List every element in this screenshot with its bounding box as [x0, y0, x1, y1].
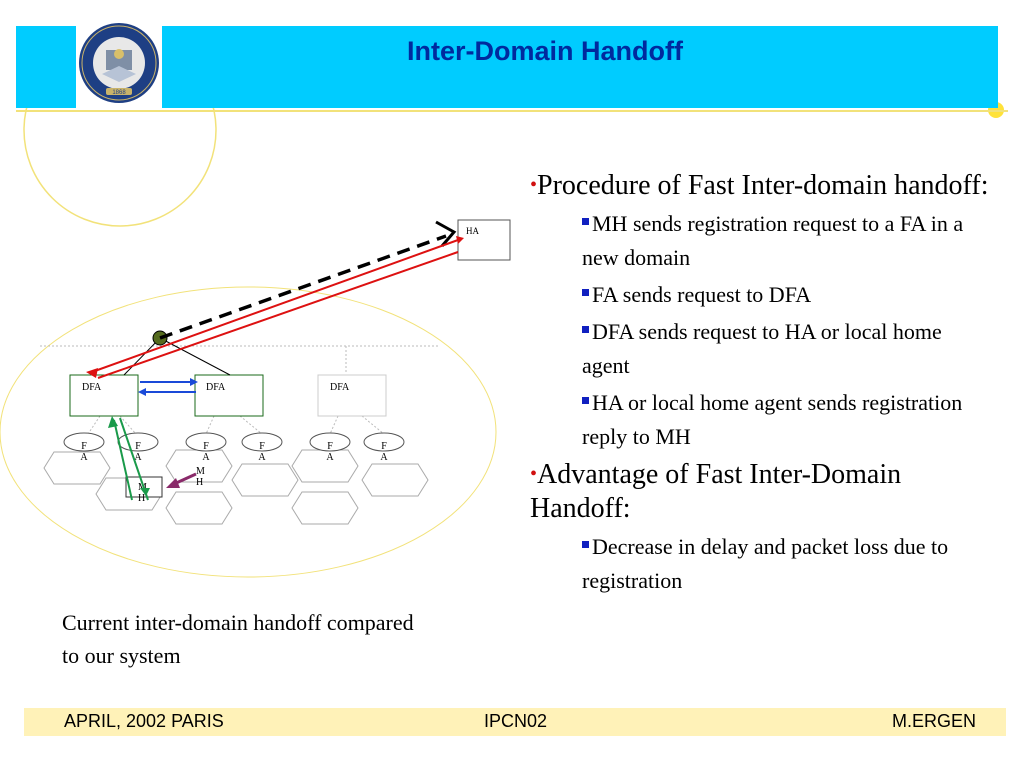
- dashed-signal-arrow: [159, 234, 447, 340]
- tree-line: [87, 415, 101, 435]
- dfa-box: [317, 374, 387, 417]
- cell-hex: [361, 463, 429, 497]
- arrow-head: [86, 368, 98, 378]
- diagram-caption: Current inter-domain handoff compared to…: [62, 610, 414, 668]
- arrow-head: [138, 388, 146, 396]
- cell-hex: [43, 451, 111, 485]
- fa-node: [363, 432, 405, 452]
- bullet-level2: FA sends request to DFA: [582, 278, 990, 312]
- fa-node: [185, 432, 227, 452]
- green-signal-line: [119, 417, 149, 501]
- bullet-dot: •: [530, 463, 538, 485]
- cell-hex: [291, 449, 359, 483]
- coverage-ellipse: [0, 286, 497, 578]
- bullet-level2: Decrease in delay and packet loss due to…: [582, 534, 949, 593]
- bullet-level2: DFA sends request to HA or local home ag…: [582, 319, 942, 378]
- square-bullet-icon: [582, 326, 589, 333]
- footer-author: M.ERGEN: [891, 711, 976, 731]
- ha-label: HA: [466, 226, 479, 236]
- square-bullet-icon: [582, 289, 589, 296]
- tree-line: [205, 415, 215, 435]
- footer-bar: APRIL, 2002 PARIS IPCN02 M.ERGEN: [24, 708, 1006, 736]
- footer-date: APRIL, 2002 PARIS: [64, 711, 224, 731]
- bullet-level1: •Advantage of Fast Inter-Domain Handoff:: [530, 459, 902, 524]
- green-signal-line: [113, 419, 133, 501]
- university-seal-icon: 1868: [79, 23, 159, 103]
- seal-year: 1868: [112, 90, 126, 96]
- red-signal-line: [91, 239, 459, 373]
- slide-title: Inter-Domain Handoff: [407, 36, 683, 66]
- square-bullet-icon: [582, 397, 589, 404]
- tree-line: [329, 415, 339, 435]
- bullet-dot: •: [530, 174, 538, 196]
- logo: 1868: [76, 18, 162, 108]
- dfa-label: DFA: [206, 382, 226, 393]
- footer-conference: IPCN02: [484, 711, 548, 731]
- fa-node: [63, 432, 105, 452]
- tree-line: [239, 415, 263, 435]
- arrow-head: [190, 378, 198, 386]
- bullet-level2: HA or local home agent sends registratio…: [582, 390, 963, 449]
- title-underline: [16, 110, 1008, 112]
- dfa-box: [194, 374, 264, 417]
- arrow-head: [108, 416, 118, 428]
- tree-link: [123, 337, 161, 376]
- dfa-label: DFA: [330, 382, 350, 393]
- dfa-label: DFA: [82, 382, 102, 393]
- square-bullet-icon: [582, 541, 589, 548]
- red-signal-line: [97, 251, 459, 379]
- cell-hex: [291, 491, 359, 525]
- cell-hex: [165, 491, 233, 525]
- arrow-head: [456, 236, 464, 244]
- fa-node: [241, 432, 283, 452]
- bullet-level2: MH sends registration request to a FA in…: [582, 211, 964, 270]
- tree-line: [119, 415, 137, 435]
- fa-node: [309, 432, 351, 452]
- ha-box: [457, 219, 511, 261]
- dfa-box: [69, 374, 139, 417]
- title-bar: [16, 26, 998, 108]
- arrow-head: [140, 488, 150, 496]
- arrow-head: [166, 478, 180, 488]
- arrow-head: [435, 220, 457, 247]
- square-bullet-icon: [582, 218, 589, 225]
- tree-line: [361, 415, 385, 435]
- cell-hex: [231, 463, 299, 497]
- bullet-level1: •Procedure of Fast Inter-domain handoff:: [530, 170, 989, 201]
- bullet-list: •Procedure of Fast Inter-domain handoff:…: [530, 168, 990, 601]
